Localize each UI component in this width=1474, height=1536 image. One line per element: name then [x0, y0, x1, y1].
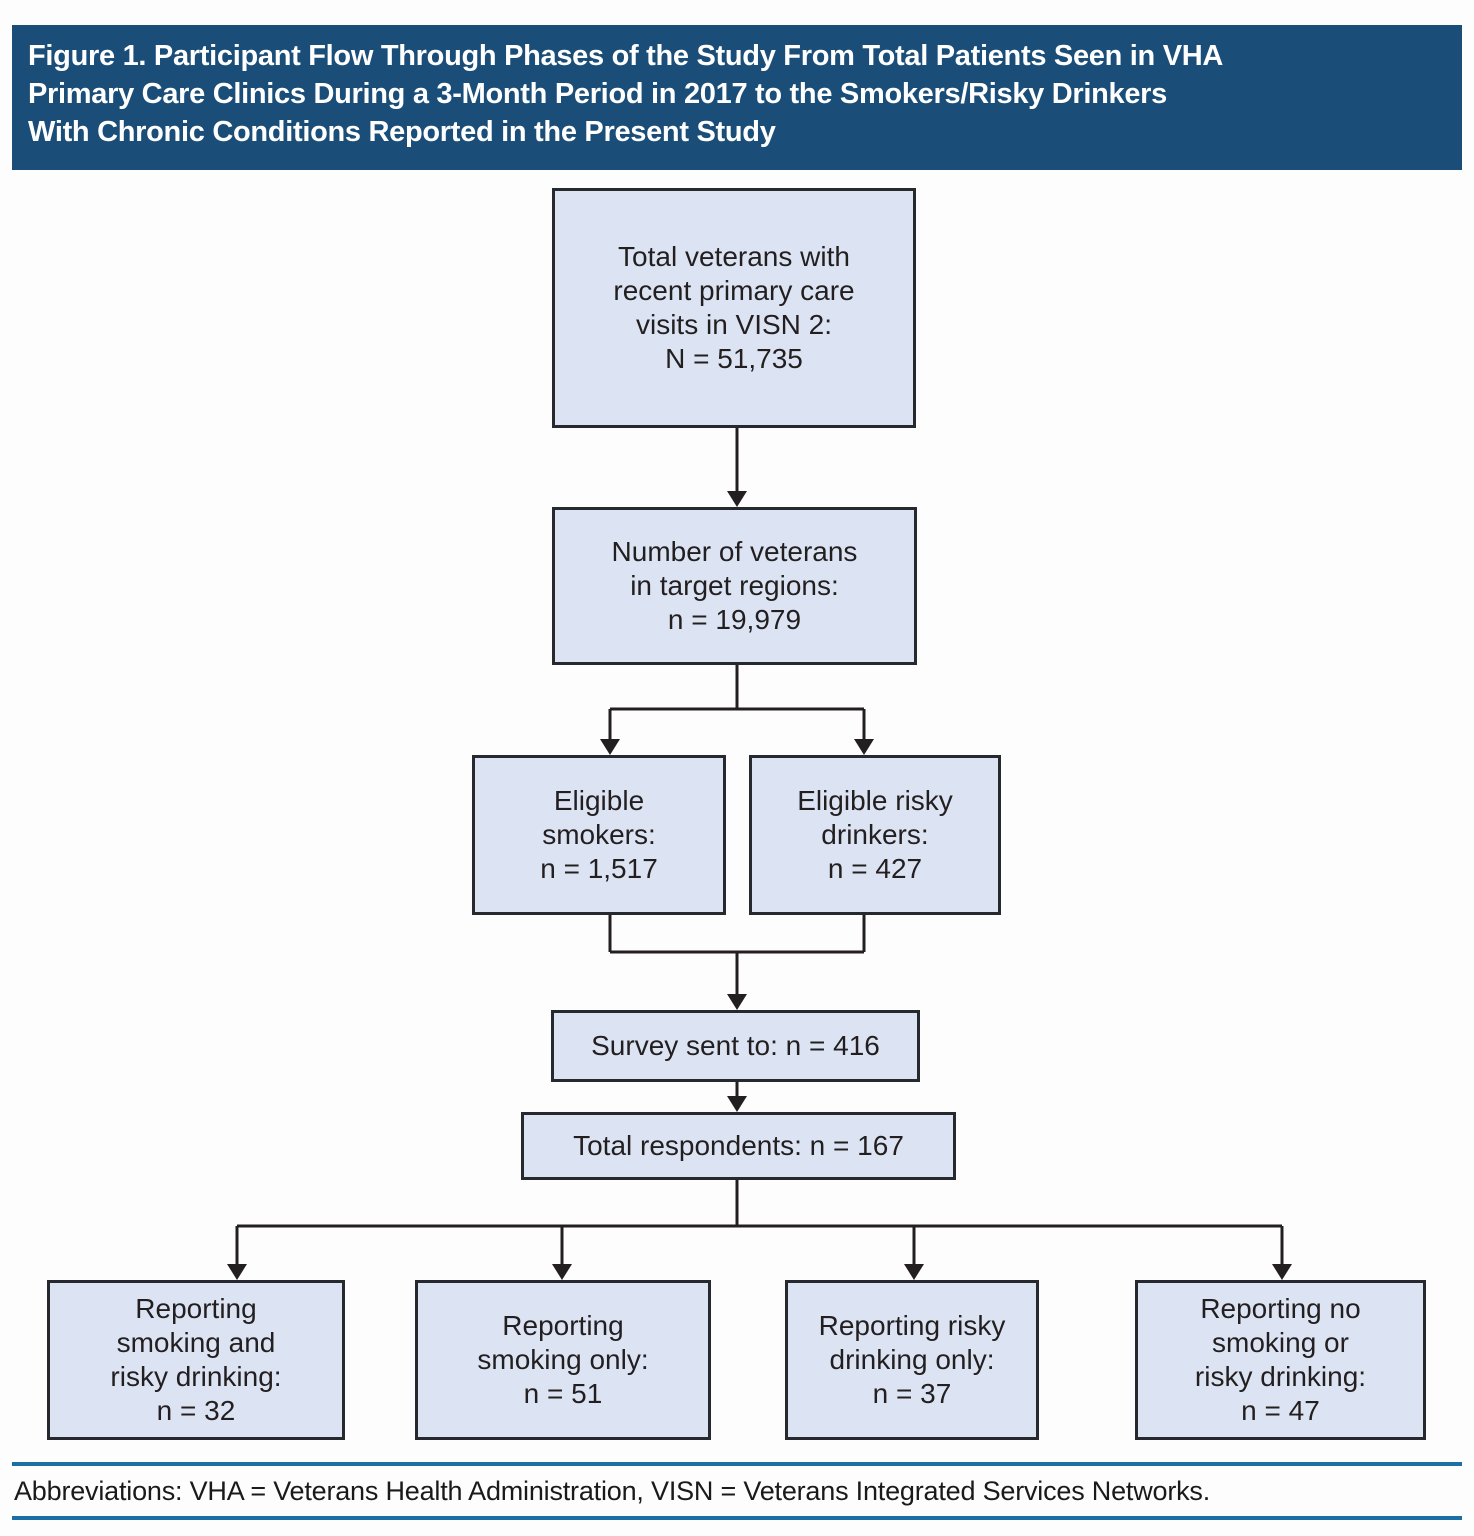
figure-title: Figure 1. Participant Flow Through Phase… — [12, 25, 1462, 170]
node-risky-drinking-only: Reporting risky drinking only: n = 37 — [785, 1280, 1039, 1440]
node-eligible-risky-drinkers: Eligible risky drinkers: n = 427 — [749, 755, 1001, 915]
footer-rule-top — [12, 1462, 1462, 1466]
node-target-regions: Number of veterans in target regions: n … — [552, 507, 917, 665]
abbreviations-footnote: Abbreviations: VHA = Veterans Health Adm… — [14, 1476, 1211, 1506]
node-survey-sent: Survey sent to: n = 416 — [551, 1010, 920, 1082]
node-total-respondents: Total respondents: n = 167 — [521, 1112, 956, 1180]
node-smoking-only: Reporting smoking only: n = 51 — [415, 1280, 711, 1440]
node-total-veterans: Total veterans with recent primary care … — [552, 188, 916, 428]
node-smoking-and-drinking: Reporting smoking and risky drinking: n … — [47, 1280, 345, 1440]
node-no-smoking-or-drinking: Reporting no smoking or risky drinking: … — [1135, 1280, 1426, 1440]
footer-rule-bottom — [12, 1516, 1462, 1520]
node-eligible-smokers: Eligible smokers: n = 1,517 — [472, 755, 726, 915]
